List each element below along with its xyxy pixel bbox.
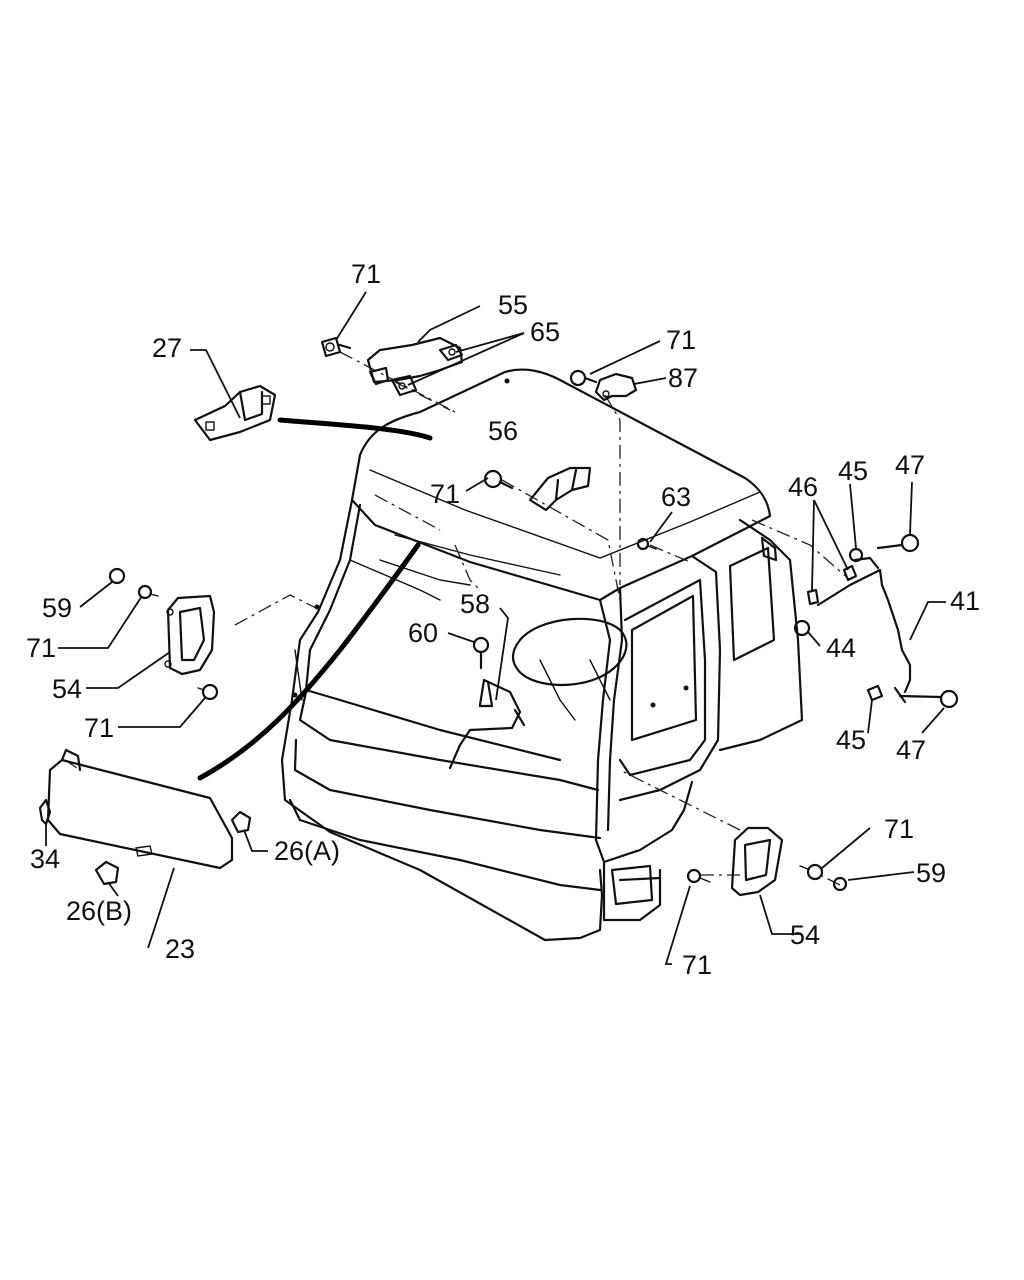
cab-body — [280, 368, 804, 942]
callout-26b: 26(B) — [66, 896, 132, 926]
part-26a-clip — [230, 810, 252, 834]
part-56-bracket — [528, 466, 592, 512]
callout-58: 58 — [460, 589, 490, 619]
callout-26a: 26(A) — [274, 836, 340, 866]
part-44-nut — [793, 619, 811, 637]
callout-87: 87 — [668, 363, 698, 393]
part-45-washer-bottom — [866, 684, 884, 702]
callout-41: 41 — [950, 586, 980, 616]
callout-71-56: 71 — [430, 479, 460, 509]
part-63-screw — [636, 537, 657, 551]
callout-59-left: 59 — [42, 593, 72, 623]
part-71-bolt-right — [799, 863, 824, 881]
callout-71-left: 71 — [26, 633, 56, 663]
callout-71-87: 71 — [666, 325, 696, 355]
part-45-washer-top — [848, 547, 864, 563]
part-26b-clip — [94, 860, 120, 886]
callout-34: 34 — [30, 844, 60, 874]
callout-65: 65 — [530, 317, 560, 347]
callout-59-right: 59 — [916, 858, 946, 888]
drain-hose — [197, 417, 433, 781]
part-59-cap-right — [832, 876, 848, 892]
part-59-cap-left — [108, 567, 126, 585]
callout-23: 23 — [165, 934, 195, 964]
part-23-sun-visor — [46, 748, 234, 870]
callout-47-bottom: 47 — [896, 735, 926, 765]
callout-56: 56 — [488, 416, 518, 446]
callout-46: 46 — [788, 472, 818, 502]
part-41-rod — [816, 556, 912, 694]
part-34-screw — [38, 798, 52, 826]
callout-71-top: 71 — [351, 259, 381, 289]
callout-47-top: 47 — [895, 450, 925, 480]
part-71-bolt-56 — [483, 469, 514, 490]
part-71-bolt-top — [320, 336, 352, 358]
part-71-bolt-87 — [569, 369, 598, 387]
callout-54-right: 54 — [790, 920, 820, 950]
callout-55: 55 — [498, 290, 528, 320]
callout-71-right: 71 — [884, 814, 914, 844]
part-47-bolt-top — [876, 533, 920, 553]
part-87-clamp — [594, 372, 638, 402]
part-71-bolt-left — [137, 584, 159, 600]
callout-71-bottom: 71 — [682, 950, 712, 980]
part-27-bracket — [193, 384, 277, 442]
part-71-bolt-bottom — [686, 868, 711, 884]
part-46-clip — [806, 564, 858, 606]
callout-27: 27 — [152, 333, 182, 363]
callout-60: 60 — [408, 618, 438, 648]
callout-45-top: 45 — [838, 456, 868, 486]
part-47-bolt-bottom — [893, 686, 959, 709]
callout-leaders — [45, 291, 946, 965]
part-54-handle-left — [164, 594, 216, 676]
part-71-bolt-left-low — [197, 683, 219, 701]
callout-63: 63 — [661, 482, 691, 512]
callout-45-bottom: 45 — [836, 725, 866, 755]
part-55-bracket — [366, 336, 464, 397]
callout-44: 44 — [826, 633, 856, 663]
callout-labels: 71 55 65 27 71 87 56 71 63 46 45 47 41 5… — [26, 259, 980, 980]
part-60-bolt — [472, 636, 490, 670]
part-58-assist-bar — [448, 678, 526, 770]
callout-54-left: 54 — [52, 674, 82, 704]
callout-71-left-low: 71 — [84, 713, 114, 743]
part-54-handle-right — [730, 826, 784, 897]
